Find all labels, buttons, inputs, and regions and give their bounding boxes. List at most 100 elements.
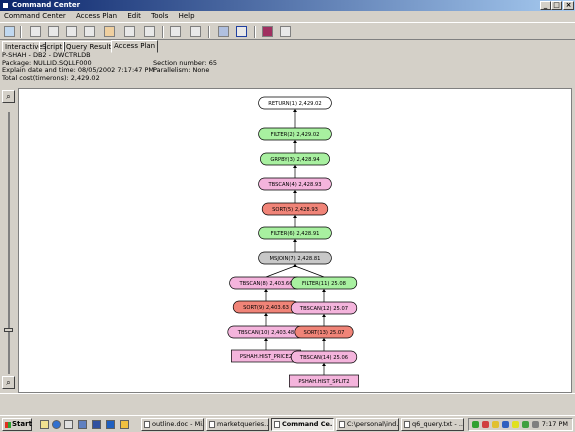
taskbar-button[interactable]: marketqueries.... [206, 418, 269, 431]
plan-node-label: TBSCAN(8) 2,403.66 [238, 281, 292, 287]
plan-node-label: FILTER(6) 2,428.91 [271, 231, 320, 237]
data-warehouse-icon[interactable] [84, 26, 95, 37]
close-button[interactable]: × [563, 1, 574, 10]
plan-node-tbscan10[interactable]: TBSCAN(10) 2,403.48 [227, 325, 305, 339]
parallelism: Parallelism: None [153, 66, 210, 74]
maximize-button[interactable]: □ [551, 1, 562, 10]
plan-node-label: FILTER(2) 2,429.02 [271, 132, 320, 138]
plan-node-tbscan14[interactable]: TBSCAN(14) 25.06 [290, 350, 358, 364]
desktop-icon[interactable] [40, 420, 49, 429]
system-tray: 7:17 PM [468, 418, 573, 431]
toolbar-separator [208, 26, 210, 38]
plan-node-shape [258, 96, 332, 110]
menu-tools[interactable]: Tools [151, 12, 169, 20]
mail-icon[interactable] [64, 420, 73, 429]
taskbar-button-label: outline.doc - Mi... [152, 420, 204, 428]
taskbar-button[interactable]: q6_query.txt - ... [401, 418, 464, 431]
plan-node-sort13[interactable]: SORT(13) 25.07 [294, 325, 354, 339]
tray-icon[interactable] [472, 421, 479, 428]
start-button[interactable]: Start [2, 418, 32, 431]
menu-edit[interactable]: Edit [127, 12, 141, 20]
plan-node-label: FILTER(11) 25.08 [302, 281, 346, 287]
zoom-out-icon[interactable]: ⌕ [2, 376, 15, 389]
tray-icon[interactable] [482, 421, 489, 428]
plan-edge-arrow [293, 239, 297, 242]
minimize-button[interactable]: _ [540, 1, 551, 10]
taskbar-button[interactable]: C:\personal\ind... [336, 418, 399, 431]
development-center-icon[interactable] [190, 26, 201, 37]
tab-script[interactable]: Script [39, 41, 66, 52]
quicklaunch-icon[interactable] [78, 420, 87, 429]
plan-node-filter2[interactable]: FILTER(2) 2,429.02 [258, 127, 332, 141]
plan-node-tbscan4[interactable]: TBSCAN(4) 2,428.93 [258, 177, 332, 191]
plan-node-label: MSJOIN(7) 2,428.81 [270, 256, 321, 262]
replication-center-icon[interactable] [48, 26, 59, 37]
connect-icon[interactable] [4, 26, 15, 37]
license-center-icon[interactable] [170, 26, 181, 37]
plan-node-shape [289, 374, 359, 388]
journal-icon[interactable] [144, 26, 155, 37]
plan-edge-arrow [264, 338, 268, 341]
tab-interactive[interactable]: Interactive [2, 41, 46, 52]
plan-edge-arrow [293, 109, 297, 112]
plan-node-shape [290, 301, 358, 315]
toolbar-separator [162, 26, 164, 38]
taskbar-button[interactable]: outline.doc - Mi... [141, 418, 204, 431]
plan-node-label: SORT(9) 2,403.63 [243, 305, 289, 311]
satellite-icon[interactable] [66, 26, 77, 37]
plan-node-tbscan12[interactable]: TBSCAN(12) 25.07 [290, 301, 358, 315]
quicklaunch-icon[interactable] [92, 420, 101, 429]
plan-node-grpby3[interactable]: GRPBY(3) 2,428.94 [260, 152, 330, 166]
help-icon[interactable] [280, 26, 291, 37]
plan-node-shape [290, 350, 358, 364]
menu-access-plan[interactable]: Access Plan [76, 12, 118, 20]
app-icon [2, 2, 9, 9]
tools-settings-icon[interactable] [218, 26, 229, 37]
plan-node-msjoin7[interactable]: MSJOIN(7) 2,428.81 [258, 251, 332, 265]
contacts-icon[interactable] [236, 26, 247, 37]
plan-node-label: TBSCAN(14) 25.06 [299, 355, 348, 361]
browser-icon[interactable] [52, 420, 61, 429]
tray-icon[interactable] [512, 421, 519, 428]
task-center-icon[interactable] [104, 26, 115, 37]
plan-node-label: TBSCAN(12) 25.07 [299, 306, 348, 312]
server-line: P-SHAH - DB2 - DWCTRLDB [2, 51, 91, 59]
taskbar-button-label: C:\personal\ind... [347, 420, 399, 428]
tray-icon[interactable] [492, 421, 499, 428]
control-center-icon[interactable] [30, 26, 41, 37]
plan-node-shape [260, 152, 330, 166]
window-title: Command Center [12, 1, 81, 9]
plan-node-shape [258, 177, 332, 191]
plan-node-table2[interactable]: PSHAH.HIST_SPLIT2 [289, 374, 359, 388]
quicklaunch-icon[interactable] [106, 420, 115, 429]
plan-node-filter11[interactable]: FILTER(11) 25.08 [290, 276, 358, 290]
tray-icon[interactable] [522, 421, 529, 428]
plan-node-return[interactable]: RETURN(1) 2,429.02 [258, 96, 332, 110]
explain-date-line: Explain date and time: 08/05/2002 7:17:4… [2, 66, 155, 74]
tray-icon[interactable] [532, 421, 539, 428]
quicklaunch-icon[interactable] [120, 420, 129, 429]
plan-edge-arrow [264, 289, 268, 292]
plan-node-label: SORT(5) 2,428.93 [272, 207, 318, 213]
plan-node-sort9[interactable]: SORT(9) 2,403.63 [232, 300, 300, 314]
plan-node-sort5[interactable]: SORT(5) 2,428.93 [261, 202, 329, 216]
tray-icon[interactable] [502, 421, 509, 428]
health-center-icon[interactable] [124, 26, 135, 37]
menu-help[interactable]: Help [178, 12, 195, 20]
zoom-slider-thumb[interactable] [4, 328, 13, 332]
zoom-slider-track[interactable] [8, 112, 10, 374]
info-center-icon[interactable] [262, 26, 273, 37]
total-cost-line: Total cost(timerons): 2,429.02 [2, 73, 100, 82]
tab-access-plan[interactable]: Access Plan [111, 40, 159, 53]
plan-edge-arrow [293, 140, 297, 143]
status-area [0, 393, 575, 415]
taskbar-button[interactable]: Command Ce... [271, 418, 334, 431]
menu-command-center[interactable]: Command Center [4, 12, 66, 20]
plan-node-filter6[interactable]: FILTER(6) 2,428.91 [258, 226, 332, 240]
plan-node-label: SORT(13) 25.07 [304, 330, 345, 336]
package-line: Package: NULLID.SQLLF000 [2, 58, 92, 67]
taskbar-button-label: marketqueries.... [217, 420, 269, 428]
plan-node-table1[interactable]: PSHAH.HIST_PRICE2 [231, 349, 301, 363]
zoom-in-icon[interactable]: ⌕ [2, 90, 15, 103]
